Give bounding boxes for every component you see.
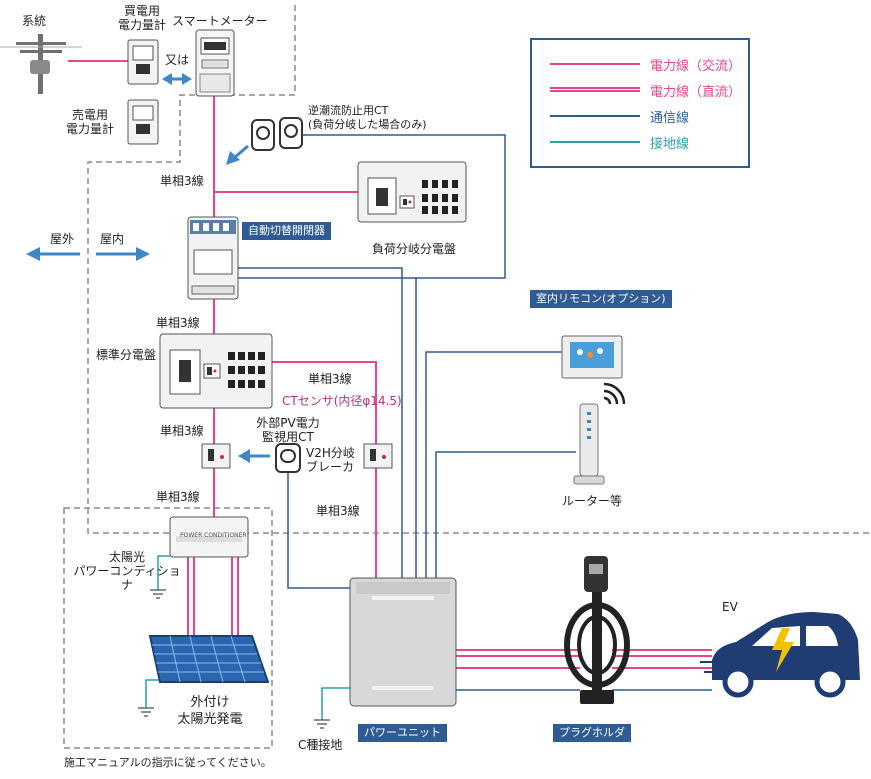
sell-meter-icon <box>127 99 159 145</box>
power-unit-icon <box>349 577 457 707</box>
v2h-breaker-icon <box>363 443 393 469</box>
pv-ct-label: 外部PV電力 監視用CT <box>256 416 320 444</box>
buy-meter-icon <box>127 39 159 85</box>
ev-car-icon <box>700 612 860 698</box>
router-label: ルーター等 <box>562 494 623 508</box>
power-unit-tag: パワーユニット <box>358 724 447 742</box>
single-3wire-label-6: 単相3線 <box>316 504 360 518</box>
pv-breaker-icon <box>201 443 231 469</box>
auto-switch-tag: 自動切替開閉器 <box>242 222 331 240</box>
std-panel-label: 標準分電盤 <box>96 348 157 362</box>
router-icon <box>573 403 605 485</box>
v2h-breaker-label: V2H分岐 ブレーカ <box>306 446 355 474</box>
remote-tag: 室内リモコン(オプション) <box>530 290 672 308</box>
single-3wire-label-4: 単相3線 <box>160 424 204 438</box>
legend-item: 電力線（直流） <box>532 80 748 100</box>
comm-lines <box>236 134 712 691</box>
single-3wire-label-1: 単相3線 <box>160 174 204 188</box>
sell-meter-label: 売電用 電力量計 <box>65 108 114 136</box>
pv-label: 外付け 太陽光発電 <box>177 695 243 727</box>
power-conditioner-icon <box>169 516 249 558</box>
manual-note: 施工マニュアルの指示に従ってください。 <box>64 756 272 769</box>
single-3wire-label-3: 単相3線 <box>308 372 352 386</box>
smart-meter-icon <box>195 29 235 97</box>
reverse-ct-icon <box>251 117 303 151</box>
ct-pointer-arrow <box>226 144 249 165</box>
single-3wire-label-5: 単相3線 <box>156 490 200 504</box>
c-ground-label: C種接地 <box>298 738 343 752</box>
or-label: 又は <box>165 53 190 67</box>
pv-ct-pointer-arrow <box>238 449 270 463</box>
std-panel-icon <box>159 333 273 409</box>
legend-swatch <box>550 115 640 117</box>
grid-label: 系統 <box>22 14 47 28</box>
legend: 電力線（交流） 電力線（直流） 通信線接地線 <box>530 38 750 168</box>
swap-arrow-icon <box>162 73 192 85</box>
ct-sensor-label: CTセンサ(内径φ14.5) <box>282 394 402 408</box>
legend-label: 接地線 <box>650 137 690 152</box>
ground-symbol <box>138 589 330 729</box>
outdoor-label: 屋外 <box>50 232 75 246</box>
load-panel-label: 負荷分岐分電盤 <box>372 242 457 256</box>
plug-holder-tag: プラグホルダ <box>553 724 631 742</box>
indoor-label: 屋内 <box>100 232 125 246</box>
load-panel-icon <box>357 161 467 223</box>
outdoor-arrow <box>26 247 80 261</box>
legend-swatch <box>550 87 640 92</box>
utility-pole-icon <box>0 34 82 94</box>
plug-holder-icon <box>564 556 630 704</box>
legend-item: 通信線 <box>532 106 748 126</box>
legend-label: 通信線 <box>650 111 690 126</box>
legend-swatch <box>550 63 640 65</box>
legend-label: 電力線（直流） <box>650 85 742 100</box>
legend-label: 電力線（交流） <box>650 59 742 74</box>
solar-panel-icon <box>148 635 270 683</box>
pcs-label: 太陽光 パワーコンディショナ <box>73 550 181 592</box>
wifi-icon <box>603 382 626 405</box>
pcs-plate-label: POWER CONDITIONER <box>180 532 247 539</box>
smart-meter-label: スマートメーター <box>172 14 268 28</box>
legend-swatch <box>550 141 640 143</box>
outdoor-boundary <box>63 5 871 749</box>
buy-meter-label: 買電用 電力量計 <box>117 4 166 32</box>
auto-switch-icon <box>187 216 239 300</box>
single-3wire-label-2: 単相3線 <box>156 316 200 330</box>
indoor-arrow <box>96 247 150 261</box>
reverse-ct-label: 逆潮流防止用CT (負荷分岐した場合のみ) <box>308 104 427 131</box>
ev-label: EV <box>722 600 738 614</box>
legend-item: 電力線（交流） <box>532 54 748 74</box>
legend-item: 接地線 <box>532 132 748 152</box>
pv-ct-icon <box>275 443 301 473</box>
remote-controller-icon <box>561 335 623 379</box>
